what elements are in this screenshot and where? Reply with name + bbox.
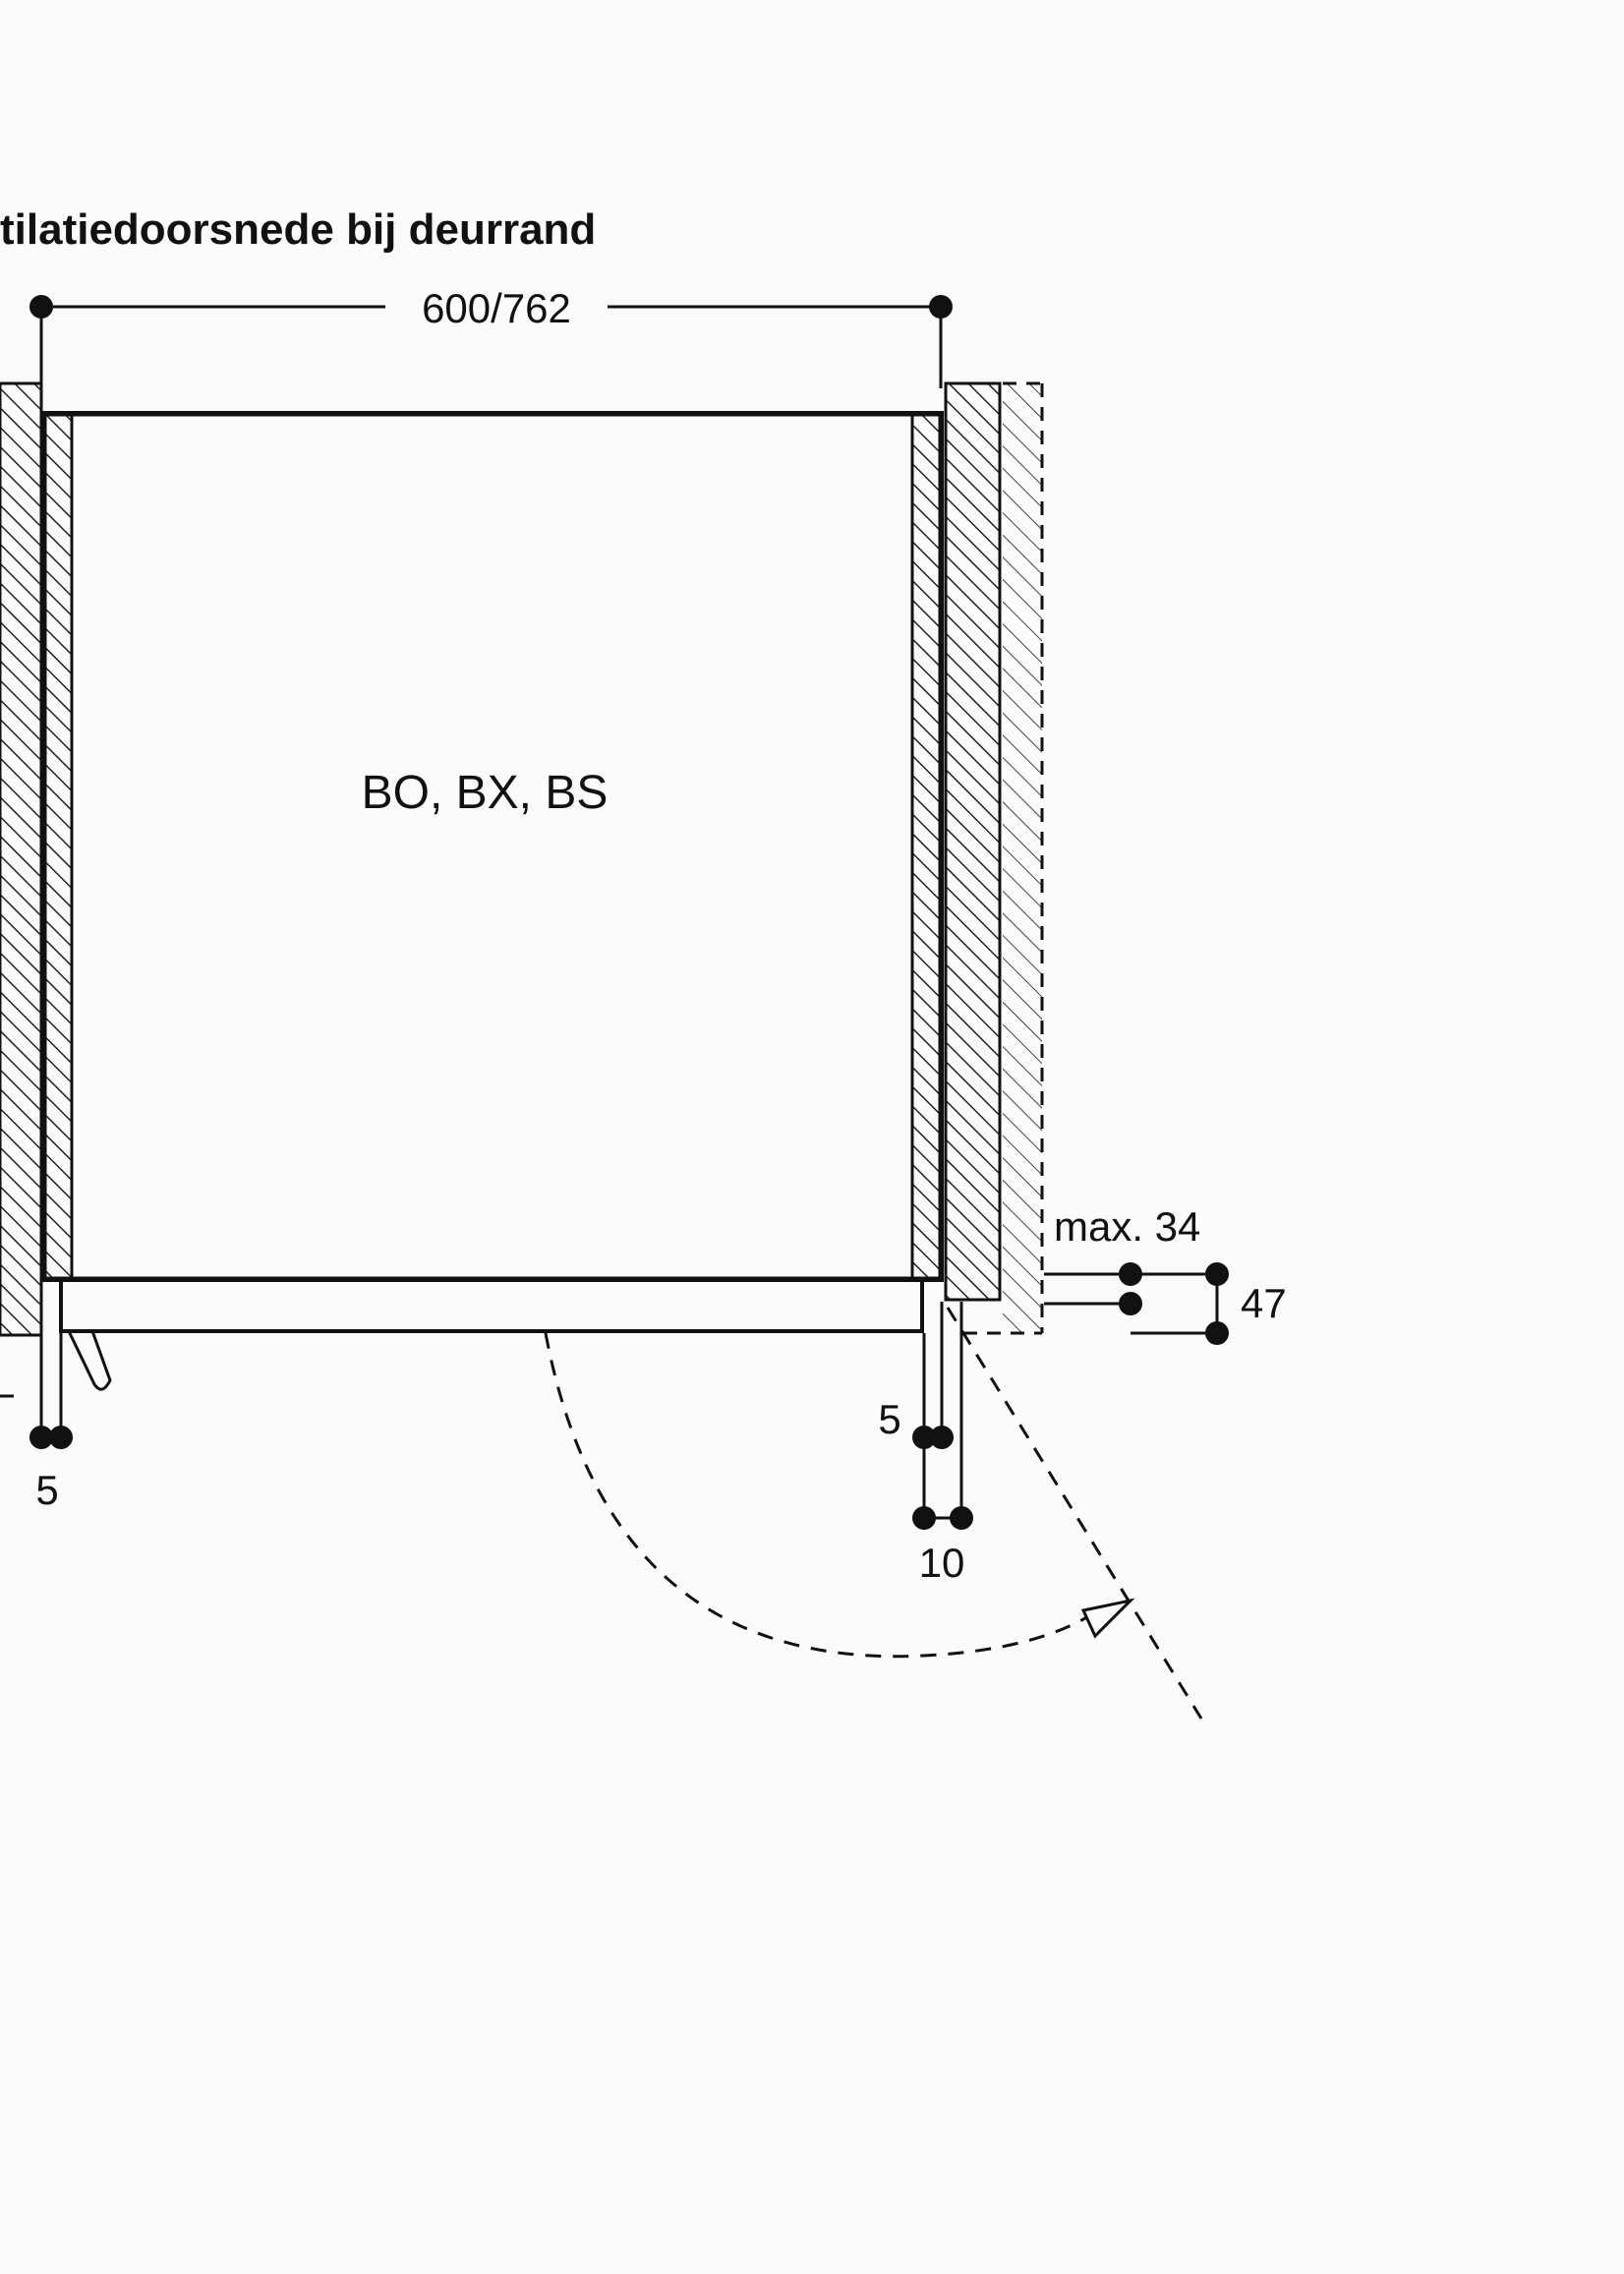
diagram-title: tilatiedoorsnede bij deurrand (0, 205, 596, 254)
left-cabinet-wall (0, 381, 43, 1337)
max-gap-label: max. 34 (1054, 1203, 1200, 1250)
right-gap-label: 5 (878, 1396, 900, 1442)
door-offset-dimension: max. 34 47 (1044, 1203, 1287, 1345)
door-swing-arrow-icon (1080, 1598, 1135, 1639)
appliance-body (70, 413, 914, 1280)
door-open-position-line (946, 1307, 1203, 1720)
right-clearance-label: 10 (919, 1540, 965, 1586)
width-dimension-label: 600/762 (422, 285, 571, 331)
door-swing-arc (544, 1332, 1102, 1659)
appliance-left-strip (43, 413, 74, 1280)
optional-side-panel (963, 381, 1044, 1335)
door-panel (59, 1278, 924, 1333)
right-gap-dimension: 5 (878, 1302, 954, 1518)
door-handle (67, 1330, 112, 1391)
left-gap-dimension: 5 (0, 1333, 73, 1513)
right-clearance-dimension: 10 (912, 1302, 973, 1586)
appliance-label: BO, BX, BS (362, 767, 609, 819)
right-cabinet-wall (944, 381, 1002, 1302)
width-dimension: 600/762 (29, 285, 953, 388)
depth-offset-label: 47 (1241, 1280, 1287, 1326)
left-gap-label: 5 (35, 1467, 58, 1513)
appliance-right-strip (910, 413, 942, 1280)
